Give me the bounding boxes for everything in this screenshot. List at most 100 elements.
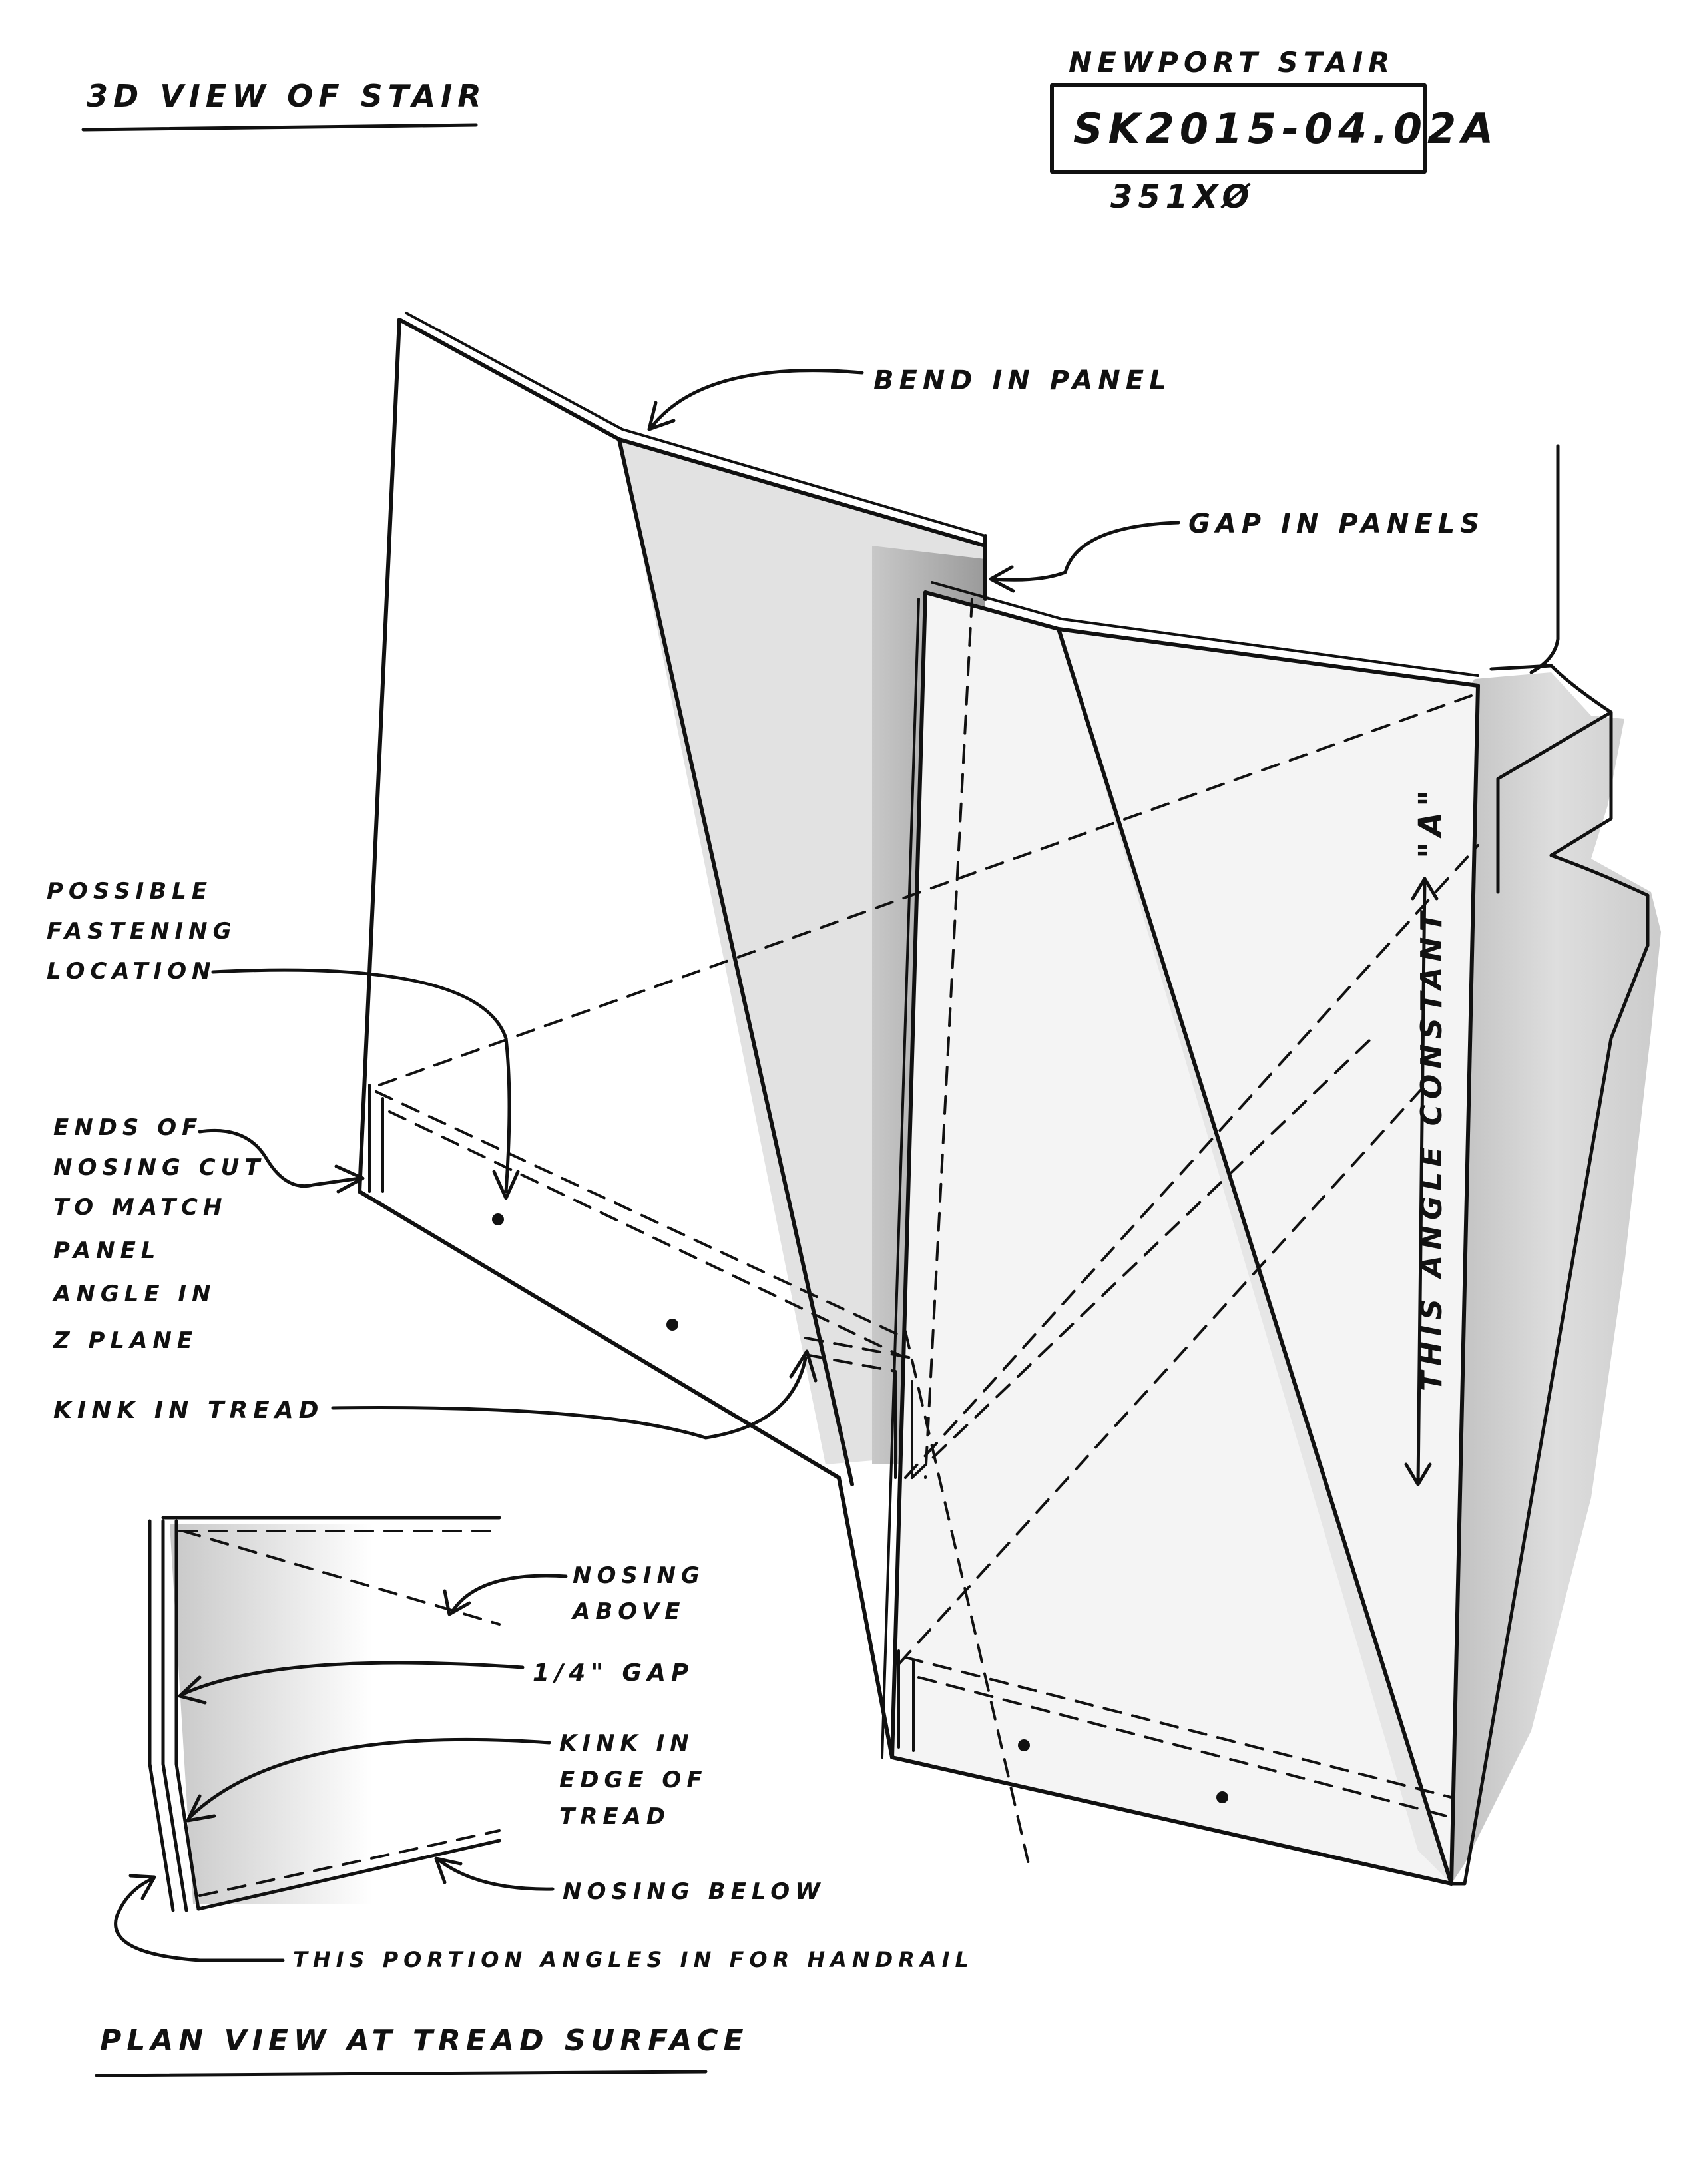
plan-view-title: PLAN VIEW AT TREAD SURFACE — [100, 2024, 749, 2058]
plan-view-title-underline — [95, 2070, 708, 2077]
mid-nosing-top — [804, 1337, 913, 1359]
plan-panel-inner — [161, 1519, 188, 1912]
plan-tread-edge — [174, 1519, 200, 1911]
back-tread-top — [1489, 664, 1613, 714]
fastening-leader — [211, 968, 511, 1194]
fastening-line-1: POSSIBLE — [47, 878, 212, 905]
back-tread-block — [1496, 710, 1613, 894]
plan-shade — [170, 1524, 373, 1904]
left-panel-left-edge — [358, 318, 401, 1194]
nosing-above-line-2: ABOVE — [571, 1598, 685, 1625]
kink-lower-edge — [837, 1476, 894, 1759]
plan-view: NOSING ABOVE 1/4" GAP KINK IN EDGE OF TR… — [95, 1516, 974, 2077]
sketch-number-box — [1050, 83, 1427, 174]
kink-leader — [331, 1356, 808, 1440]
dashed-vertical-1 — [924, 598, 973, 1479]
left-panel-bottom-edge — [358, 1190, 841, 1480]
angle-arrow-head-bottom — [1404, 1462, 1432, 1486]
nosing-ends-label: ENDS OF NOSING CUT TO MATCH PANEL ANGLE … — [51, 1114, 265, 1354]
lower-nosing-bottom — [917, 1676, 1453, 1819]
handrail-leader — [114, 1876, 285, 1962]
dashed-diagonal-3 — [911, 1037, 1373, 1479]
angle-a-label: "A" — [1412, 785, 1449, 859]
back-lower-edge — [1549, 853, 1650, 947]
lower-nosing-end — [897, 1649, 915, 1752]
back-structure-shade — [1451, 672, 1661, 1884]
fastening-label: POSSIBLE FASTENING LOCATION — [47, 878, 237, 984]
kink-arrowhead — [789, 1349, 818, 1383]
fastening-line-3: LOCATION — [47, 958, 216, 984]
kink-edge-leader — [188, 1737, 551, 1819]
dashed-diagonal-2 — [904, 844, 1479, 1479]
callouts: BEND IN PANEL GAP IN PANELS POSSIBLE FAS… — [47, 365, 1485, 1440]
bend-leader — [650, 369, 864, 428]
sketch-number: SK2015-04.02A — [1073, 105, 1499, 153]
plan-panel-outer — [148, 1519, 175, 1912]
lower-nosing-top — [904, 1656, 1453, 1799]
fastening-arrowhead — [492, 1170, 520, 1200]
angle-constant-label: THIS ANGLE CONSTANT — [1415, 907, 1449, 1391]
left-nosing-end — [368, 1084, 384, 1193]
nosing-ends-line-4: PANEL — [53, 1237, 160, 1264]
kink-edge-line-2: EDGE OF — [559, 1767, 708, 1793]
gap-arrowhead — [989, 565, 1015, 593]
fastener-dot-2 — [666, 1319, 678, 1331]
nosing-ends-line-2: NOSING CUT — [53, 1154, 265, 1181]
left-panel-top-edge-thickness — [405, 312, 987, 537]
plan-bottom-edge — [196, 1839, 501, 1911]
fastener-dot-1 — [492, 1213, 504, 1225]
kink-edge-line-3: TREAD — [559, 1803, 670, 1830]
left-nosing-top — [375, 1090, 907, 1339]
nosing-below-arrowhead — [434, 1856, 463, 1884]
handrail-arrowhead — [128, 1874, 156, 1900]
view-title-underline — [81, 123, 478, 132]
job-number: 351XØ — [1110, 178, 1254, 216]
back-right-panel-edge — [1463, 943, 1650, 1886]
nosing-ends-line-5: ANGLE IN — [51, 1281, 216, 1307]
kink-edge-arrowhead — [186, 1794, 216, 1823]
gap-leader — [990, 521, 1180, 582]
kink-in-tread-label: KINK IN TREAD — [53, 1397, 324, 1424]
plan-bottom-nosing — [198, 1829, 501, 1897]
nosing-ends-arrowhead — [334, 1164, 365, 1194]
right-panel-face — [892, 592, 1478, 1884]
nosing-above-leader — [451, 1574, 568, 1613]
nosing-ends-line-3: TO MATCH — [53, 1194, 227, 1221]
dashed-lower-diag — [904, 1330, 1030, 1865]
left-nosing-bottom — [388, 1110, 907, 1359]
back-post — [1529, 444, 1560, 674]
fastener-dot-3 — [1018, 1739, 1030, 1751]
handrail-note: THIS PORTION ANGLES IN FOR HANDRAIL — [293, 1947, 974, 1972]
nosing-ends-leader — [198, 1128, 361, 1188]
nosing-ends-line-1: ENDS OF — [53, 1114, 202, 1141]
bend-arrowhead — [647, 401, 676, 431]
left-panel-bend-line — [617, 437, 854, 1486]
stair-3d-drawing: THIS ANGLE CONSTANT "A" — [358, 312, 1661, 1886]
nosing-ends-line-6: Z PLANE — [53, 1327, 198, 1354]
gap-label: 1/4" GAP — [533, 1659, 694, 1687]
fastening-line-2: FASTENING — [47, 918, 237, 945]
view-title: 3D VIEW OF STAIR — [87, 78, 487, 114]
kink-edge-line-1: KINK IN — [559, 1730, 694, 1757]
dashed-diagonal-4 — [897, 1077, 1433, 1665]
mid-nosing-bottom — [804, 1353, 897, 1373]
gap-plan-arrowhead — [178, 1675, 207, 1705]
bend-in-panel-label: BEND IN PANEL — [873, 365, 1172, 396]
mid-nosing-end — [894, 1370, 913, 1479]
project-name: NEWPORT STAIR — [1069, 46, 1395, 79]
right-panel-left-thickness — [881, 598, 920, 1759]
right-panel-left-edge — [890, 590, 927, 1759]
right-panel-bend-line — [1057, 627, 1453, 1886]
fastener-dot-4 — [1216, 1791, 1228, 1803]
angle-arrow-line — [1416, 877, 1427, 1486]
right-panel-right-edge — [1449, 684, 1480, 1886]
nosing-below-leader — [437, 1858, 555, 1891]
nosing-below-label: NOSING BELOW — [563, 1878, 826, 1905]
dashed-diagonal-upper — [378, 694, 1473, 1086]
gap-plan-leader — [181, 1661, 525, 1696]
gap-in-panels-label: GAP IN PANELS — [1188, 509, 1485, 539]
right-panel-bottom-edge — [890, 1755, 1453, 1886]
header: 3D VIEW OF STAIR NEWPORT STAIR SK2015-04… — [81, 46, 1499, 216]
nosing-above-line-1: NOSING — [573, 1562, 705, 1589]
